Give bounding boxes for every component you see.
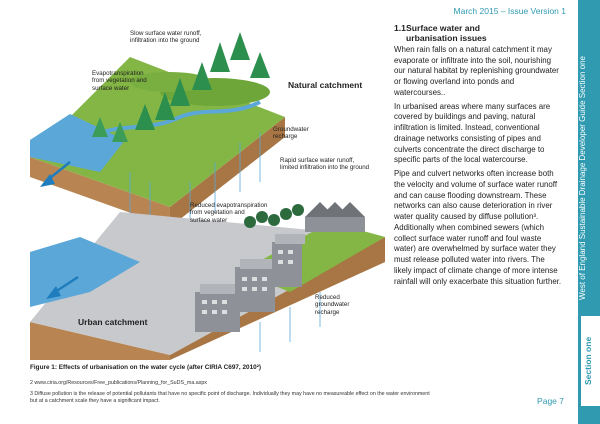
section-tab-label: Section one (583, 336, 593, 386)
evapotranspiration-label: Evapotranspiration from vegetation and s… (92, 70, 147, 92)
footnote-2: 2 www.ciria.org/Resources/Free_publicati… (30, 380, 207, 386)
issue-header: March 2015 – Issue Version 1 (453, 6, 566, 16)
groundwater-recharge-label: Groundwater recharge (273, 126, 309, 141)
natural-catchment-block (30, 57, 285, 227)
section-tab[interactable]: Section one (578, 316, 600, 406)
infiltration-lines (129, 132, 261, 237)
flow-arrows (40, 161, 79, 299)
water-cycle-illustration (30, 32, 385, 360)
section-number: 1.1 (394, 23, 406, 33)
slow-runoff-label: Slow surface water runoff, infiltration … (130, 30, 202, 45)
section-heading: 1.1 Surface water and urbanisation issue… (394, 23, 564, 44)
forest-trees (92, 32, 270, 142)
figure-caption: Figure 1: Effects of urbanisation on the… (30, 364, 261, 371)
reduced-evapotranspiration-label: Reduced evapotranspiration from vegetati… (190, 202, 268, 224)
urban-buildings (195, 202, 365, 332)
paragraph-2: In urbanised areas where many surfaces a… (394, 101, 551, 165)
footnote-3: 3 Diffuse pollution is the release of po… (30, 391, 430, 404)
side-title: West of England Sustainable Drainage Dev… (578, 55, 587, 300)
text-column: 1.1 Surface water and urbanisation issue… (394, 23, 564, 290)
urban-infiltration-lines (259, 292, 321, 352)
water-cycle-figure: Slow surface water runoff, infiltration … (30, 22, 390, 360)
paragraph-3: Pipe and culvert networks often increase… (394, 169, 562, 286)
page-number: Page 7 (537, 396, 564, 406)
natural-catchment-label: Natural catchment (288, 80, 363, 90)
rapid-runoff-label: Rapid surface water runoff, limited infi… (280, 157, 370, 172)
urban-catchment-label: Urban catchment (78, 317, 148, 327)
paragraph-1: When rain falls on a natural catchment i… (394, 44, 559, 97)
reduced-groundwater-label: Reduced groundwater recharge (315, 294, 350, 316)
section-title: Surface water and urbanisation issues (406, 23, 487, 43)
side-strip: West of England Sustainable Drainage Dev… (578, 0, 600, 424)
